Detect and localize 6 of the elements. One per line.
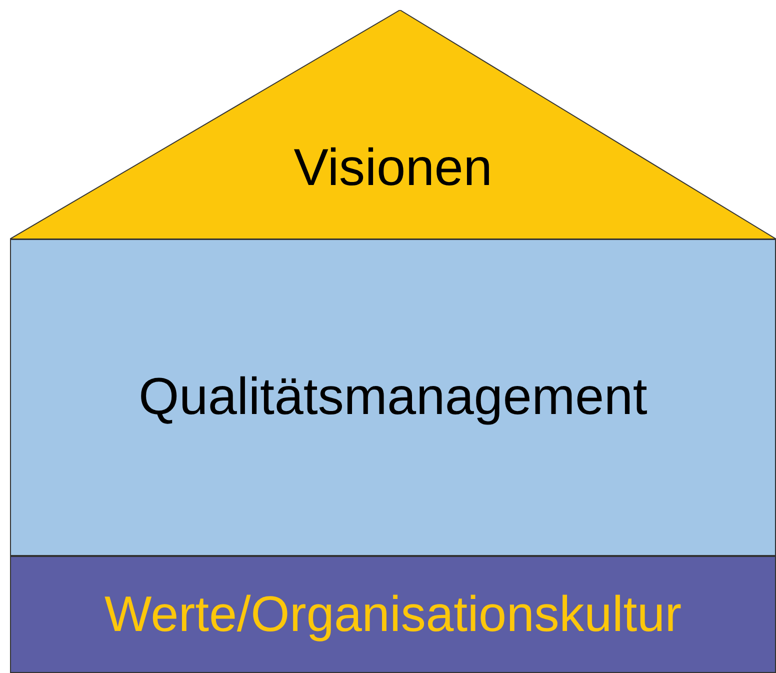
foundation-panel xyxy=(10,556,776,673)
wall-panel xyxy=(10,239,776,556)
node-label: Werte/Organisationskultur xyxy=(104,587,682,642)
node-label: Visionen xyxy=(294,140,492,198)
node-label: Qualitätsmanagement xyxy=(138,368,648,426)
roof-triangle xyxy=(10,10,776,239)
